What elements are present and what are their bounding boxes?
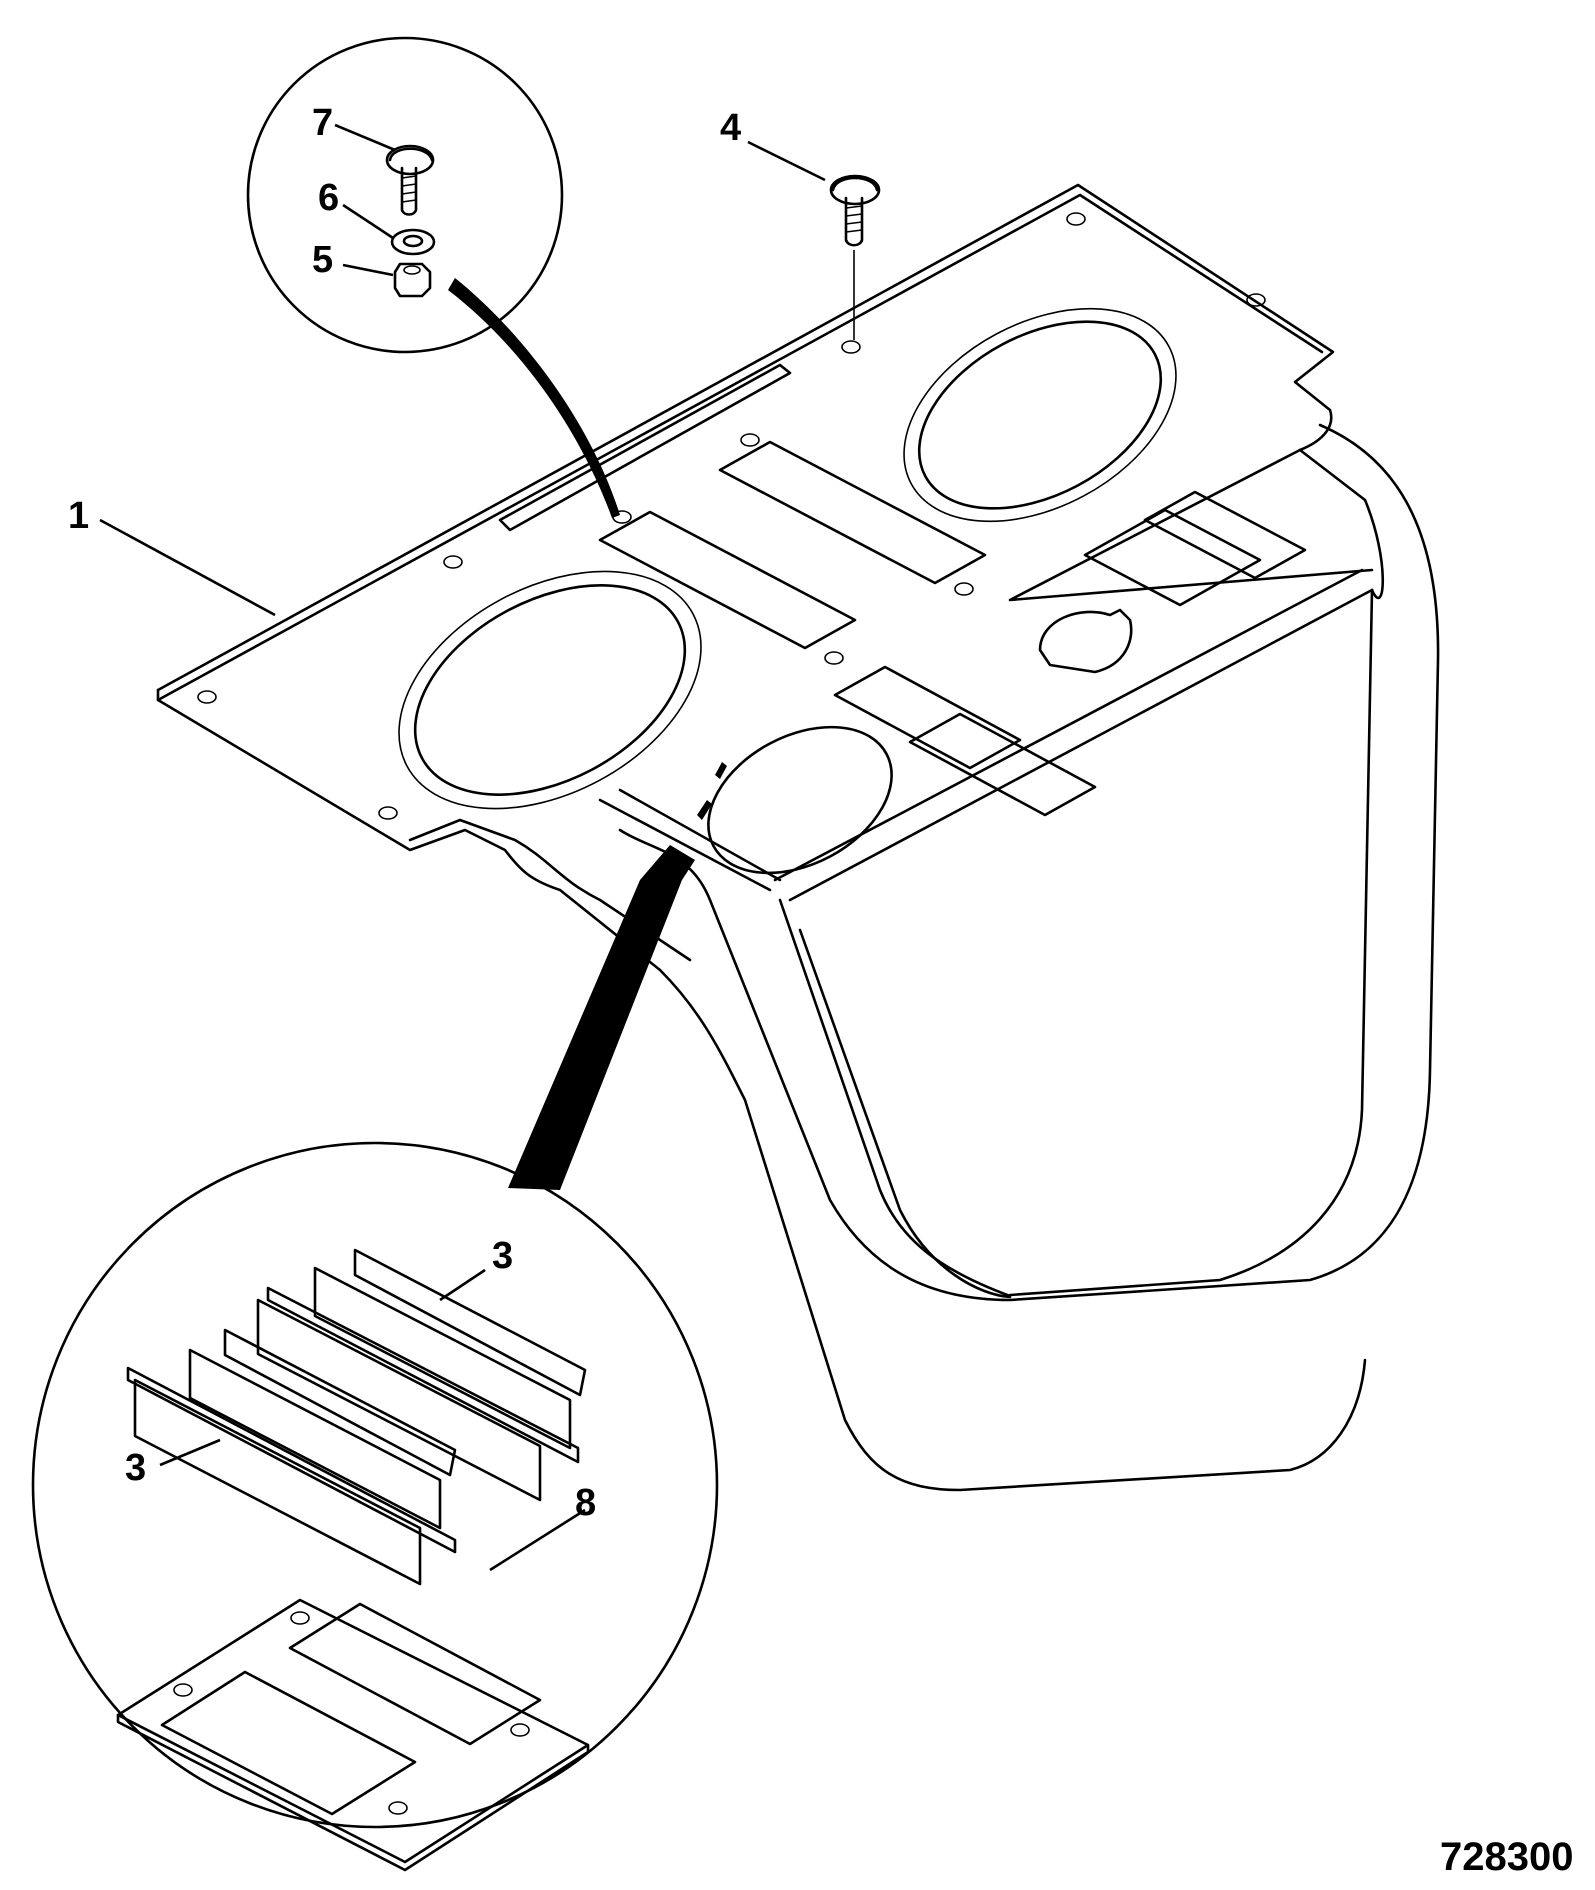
callout-7: 7 — [312, 102, 333, 144]
brush-strip-detail-view — [31, 762, 727, 1872]
callout-4: 4 — [720, 107, 741, 149]
callout-1: 1 — [68, 495, 89, 537]
washer-6-icon — [390, 228, 436, 256]
callout-6: 6 — [318, 177, 339, 219]
callout-3-lower: 3 — [125, 1447, 146, 1489]
brush-strip-3-lower-icon — [126, 1328, 457, 1586]
callout-5: 5 — [312, 239, 333, 281]
trim-plate-8-icon — [116, 1598, 590, 1872]
screw-4-icon — [829, 174, 881, 340]
figure-number: 728300 — [1440, 1835, 1573, 1879]
nut-5-icon — [393, 262, 432, 298]
console-housing — [156, 183, 1440, 1492]
top-plate-openings — [197, 212, 1307, 875]
leader-lines — [99, 123, 826, 1572]
callout-3-upper: 3 — [492, 1235, 513, 1277]
screw-7-icon — [385, 144, 435, 216]
fastener-detail-view — [246, 36, 620, 518]
brush-strip-3-upper-icon — [256, 1248, 587, 1502]
callout-8: 8 — [575, 1482, 596, 1524]
